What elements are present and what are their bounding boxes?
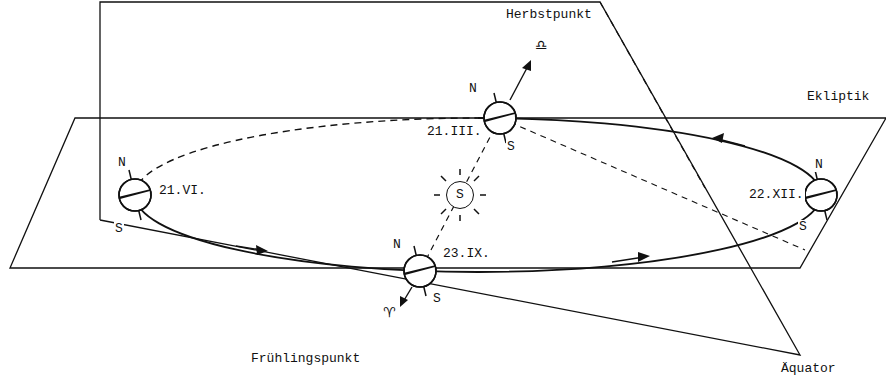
- sun-circle: S: [446, 181, 474, 209]
- date-label: 21.III.: [426, 125, 483, 139]
- point-name: Herbstpunkt: [505, 8, 593, 22]
- plane-name: Äquator: [780, 362, 837, 376]
- pole-letter: N: [117, 156, 127, 170]
- point-name: Frühlingspunkt: [250, 352, 361, 366]
- sun-letter: S: [456, 188, 464, 202]
- pole-letter: N: [814, 158, 824, 172]
- pole-letter: S: [432, 292, 442, 306]
- pole-letter: N: [392, 238, 402, 252]
- pole-letter: N: [468, 82, 478, 96]
- zodiac-symbol: ♈: [382, 305, 397, 319]
- plane-name: Ekliptik: [806, 90, 870, 104]
- zodiac-symbol: ♎: [534, 38, 549, 52]
- date-label: 23.IX.: [442, 247, 491, 261]
- date-label: 21.VI.: [158, 184, 207, 198]
- pole-letter: S: [506, 140, 516, 154]
- pole-letter: S: [798, 220, 808, 234]
- date-label: 22.XII.: [748, 188, 805, 202]
- pole-letter: S: [114, 222, 124, 236]
